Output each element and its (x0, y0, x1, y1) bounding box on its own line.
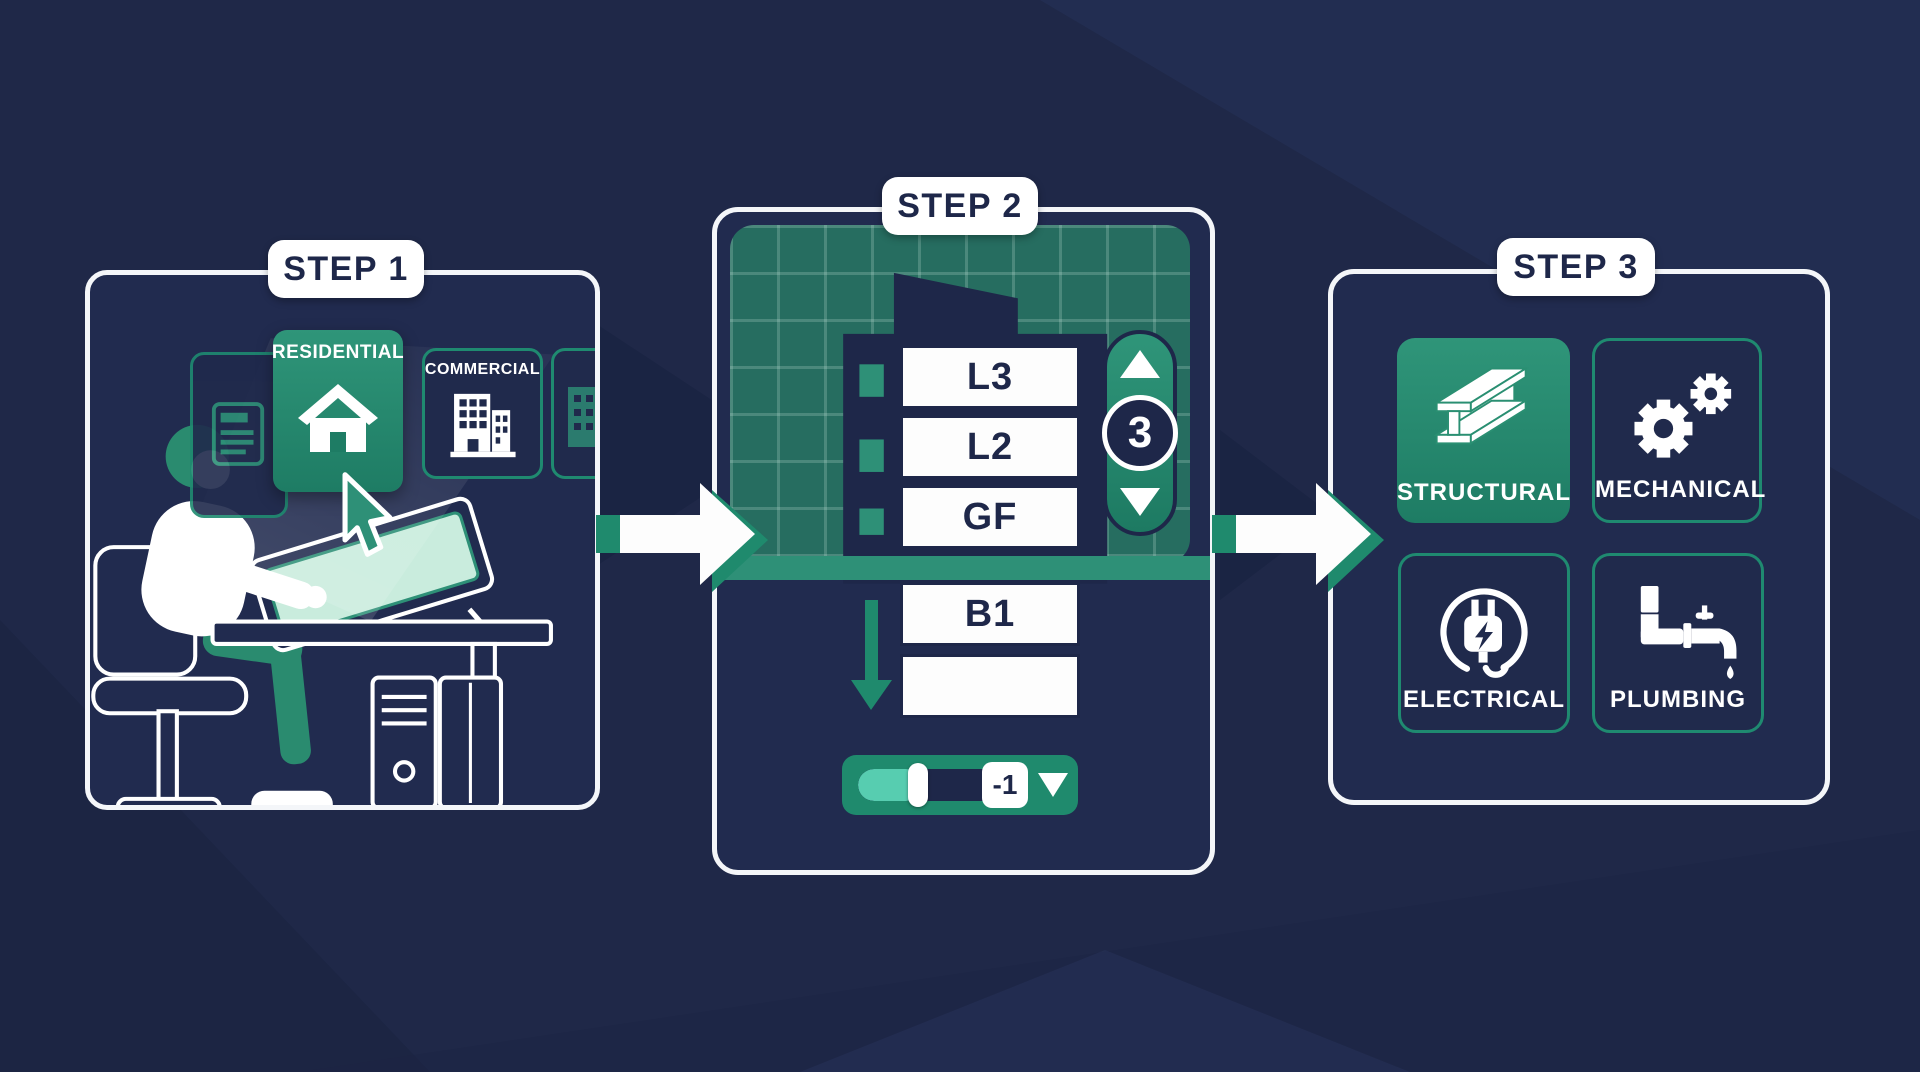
add-basement-arrow (851, 600, 892, 710)
floor-row-b1[interactable]: B1 (900, 582, 1080, 646)
buildings-icon (449, 393, 516, 458)
tile-plumbing[interactable]: PLUMBING (1592, 553, 1764, 733)
step2-badge: STEP 2 (882, 177, 1038, 235)
gears-icon (1619, 363, 1735, 471)
chair-seat (91, 676, 249, 716)
tile-mechanical-label: MECHANICAL (1595, 476, 1767, 503)
tile-commercial[interactable]: COMMERCIAL (422, 348, 543, 479)
tile-electrical[interactable]: ELECTRICAL (1398, 553, 1570, 733)
person-hand (304, 585, 327, 609)
pc-tower (370, 675, 438, 805)
chair-base (115, 796, 222, 805)
desk-top (210, 619, 553, 646)
floor-row-l2[interactable]: L2 (900, 415, 1080, 479)
floor-count-badge: 3 (1102, 395, 1178, 471)
person-shoe (251, 790, 333, 805)
tile-commercial-label: COMMERCIAL (424, 361, 541, 378)
tile-structural-label: STRUCTURAL (1397, 479, 1571, 506)
tile-residential[interactable]: RESIDENTIAL (271, 330, 405, 492)
floor-scroller: 3 (1102, 330, 1178, 536)
tile-partial[interactable] (551, 348, 595, 479)
step2-panel: L3 L2 GF B1 3 -1 (712, 207, 1215, 875)
step1-panel: RESIDENTIAL COMMERCIAL (85, 270, 600, 810)
ground-line (717, 556, 1210, 580)
step3-badge: STEP 3 (1497, 238, 1655, 296)
person-shin (269, 638, 311, 765)
tile-mechanical[interactable]: MECHANICAL (1592, 338, 1767, 523)
house-icon (298, 384, 378, 452)
faucet-icon (1616, 578, 1740, 686)
tile-electrical-label: ELECTRICAL (1403, 686, 1565, 713)
slider-thumb[interactable] (908, 763, 928, 807)
slider-value: -1 (982, 762, 1028, 808)
form-card[interactable] (190, 352, 288, 518)
scroll-down-button[interactable] (1120, 488, 1160, 516)
i-beam-icon (1425, 360, 1543, 468)
step3-badge-label: STEP 3 (1513, 247, 1639, 286)
plug-icon (1430, 578, 1538, 686)
desk-cabinet (437, 675, 504, 805)
scroll-up-button[interactable] (1120, 350, 1160, 378)
floor-row-gf[interactable]: GF (900, 485, 1080, 549)
tile-residential-label: RESIDENTIAL (271, 342, 405, 363)
floor-row-l3[interactable]: L3 (900, 345, 1080, 409)
form-icon (211, 402, 265, 466)
dropdown-caret-icon[interactable] (1038, 773, 1068, 797)
step2-badge-label: STEP 2 (897, 186, 1023, 225)
step3-panel: STRUCTURAL (1328, 269, 1830, 805)
slider-track[interactable] (858, 769, 1000, 801)
basement-slider: -1 (842, 755, 1078, 815)
step1-badge-label: STEP 1 (283, 249, 409, 288)
step1-badge: STEP 1 (268, 240, 424, 298)
floor-row-empty[interactable] (900, 654, 1080, 718)
chair-post (156, 709, 179, 805)
tile-plumbing-label: PLUMBING (1610, 686, 1746, 713)
tile-structural[interactable]: STRUCTURAL (1397, 338, 1570, 523)
building-outline-icon (567, 386, 595, 447)
